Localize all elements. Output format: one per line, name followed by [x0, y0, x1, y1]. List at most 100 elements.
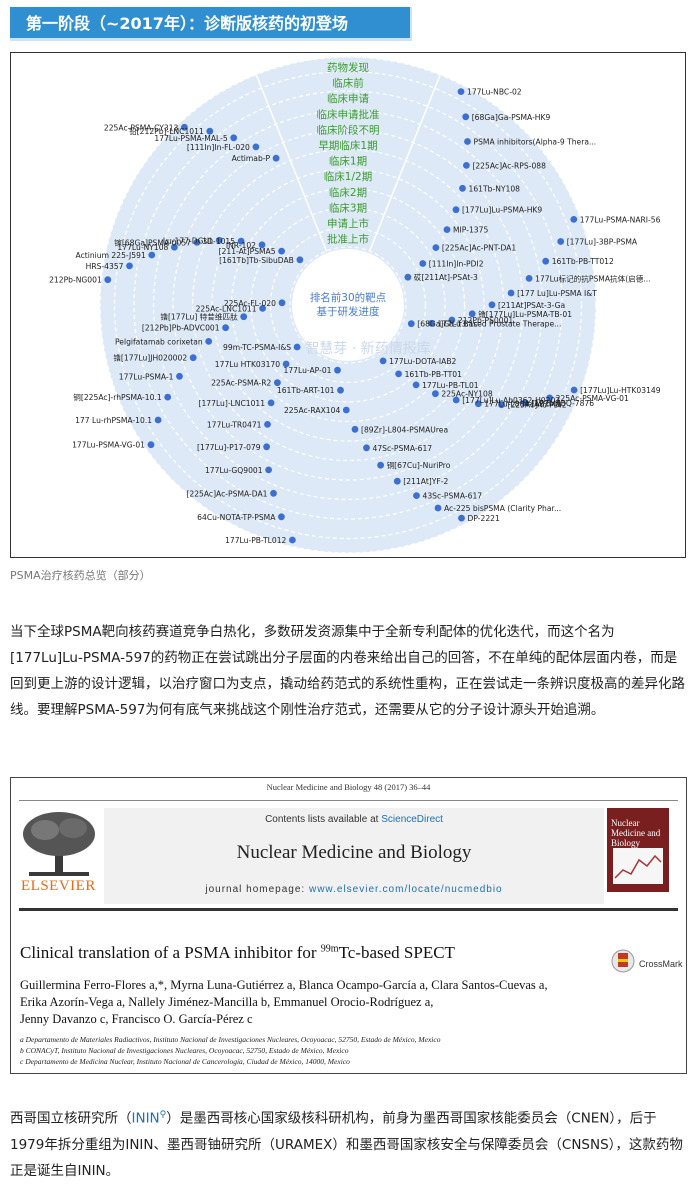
drug-dot [237, 237, 245, 245]
drug-label: [177Lu]Lu-PSMA-HK9 [462, 206, 542, 215]
drug-dot [259, 305, 266, 312]
diagram-caption: PSMA治疗核药总览（部分） [10, 569, 151, 582]
radial-pipeline-chart: 药物发现临床前临床申请临床申请批准临床阶段不明早期临床1期临床1期临床1/2期临… [49, 56, 661, 554]
drug-label: Ac-225 bisPSMA (Clarity Phar... [444, 504, 561, 513]
drug-dot [126, 262, 133, 270]
section-header: 第一阶段（~2017年）：诊断版核药的初登场 [10, 7, 410, 41]
drug-label: INR-102 [226, 241, 256, 250]
drug-dot [148, 251, 156, 259]
stage-label: 临床阶段不明 [317, 123, 380, 136]
drug-label: Lu-177-DGUL [163, 236, 214, 245]
drug-dot [278, 299, 286, 307]
drug-label: HRS-4357 [86, 262, 124, 271]
drug-dot [419, 260, 427, 267]
drug-dot [342, 406, 350, 414]
drug-label: Actinium 225-J591 [76, 251, 146, 260]
drug-dot [463, 162, 470, 169]
drug-label: Pelgifatamab corixetan [115, 337, 203, 346]
drug-label: 镥[177Lu]JH020002 [113, 353, 187, 363]
title-text: Clinical translation of a PSMA inhibitor… [20, 943, 321, 962]
drug-label: [177Lu]Lu-Ab0362-H0202 [462, 396, 560, 405]
intro-paragraph: 当下全球PSMA靶向核药赛道竞争白热化，多数研发资源集中于全新专利配体的优化迭代… [10, 624, 685, 718]
drug-dot [334, 366, 341, 374]
journal-homepage: journal homepage: www.elsevier.com/locat… [104, 884, 604, 895]
drug-dot [474, 400, 482, 408]
stage-label: 临床2期 [329, 186, 367, 199]
crossmark-icon[interactable] [611, 948, 635, 974]
drug-dot [206, 127, 214, 135]
drug-dot [459, 184, 466, 192]
drug-dot [412, 381, 420, 389]
search-icon[interactable]: ⚲ [159, 1110, 167, 1120]
affiliation-b: b CONACyT, Instituto Nacional de Investi… [20, 1046, 349, 1055]
inin-link[interactable]: ININ [131, 1110, 160, 1127]
drug-label: 镥[177Lu]Lu-PSMA-TB-01 [478, 309, 572, 319]
drug-dot [154, 416, 162, 424]
drug-dot [458, 514, 465, 522]
drug-label: 铜[225Ac]-rhPSMA-10.1 [73, 392, 162, 402]
drug-label: 177Lu标记的抗PSMA抗体(启德... [535, 273, 651, 283]
stage-label: 临床申请 [327, 92, 369, 105]
drug-label: 177Lu-TR0471 [207, 420, 262, 429]
drug-label: 225Ac-PSMA-VG-01 [556, 394, 629, 403]
stage-ring [250, 207, 446, 403]
drug-label: 161Tb-NY108 [469, 184, 521, 193]
drug-dot [215, 236, 223, 244]
center-disc [292, 249, 404, 361]
authors-line: Guillermina Ferro-Flores a,*, Myrna Luna… [20, 978, 548, 992]
drug-label: 225Ac-PSMA-CY313 [104, 123, 179, 132]
stage-label: 临床3期 [329, 201, 367, 214]
authors-line: Erika Azorín-Vega a, Nallely Jiménez-Man… [20, 995, 434, 1009]
drug-label: 177Lu-DOTA-IAB2 [389, 357, 456, 366]
drug-label: 177Lu-GQ9001 [205, 466, 263, 475]
drug-label: 161Tb-PB-TT01 [405, 370, 462, 379]
drug-dot [434, 504, 442, 512]
drug-dot [337, 386, 344, 394]
drug-label: [177Lu]BQ-7876 [531, 399, 594, 408]
drug-label: 镓[68Ga]PSMA-0057 [114, 237, 191, 247]
drug-dot [448, 316, 456, 324]
drug-label: [177 Lu]Lu-PSMA I&T [517, 289, 597, 298]
sector-divider [368, 74, 441, 252]
drug-dot [428, 319, 435, 327]
homepage-link[interactable]: www.elsevier.com/locate/nucmedbio [308, 884, 503, 895]
stage-label: 临床1/2期 [324, 170, 372, 183]
drug-dot [395, 370, 402, 378]
center-label: 基于研发进度 [317, 305, 380, 318]
drug-label: 177Lu-NY108 [117, 243, 168, 252]
watermark: 智慧芽 · 新药情报库 [305, 341, 430, 357]
drug-dot [432, 244, 440, 252]
drug-label: 212Pb-NG001 [49, 276, 102, 285]
drug-label: 177 Lu-rhPSMA-10.1 [75, 416, 152, 425]
outer-ring [99, 56, 597, 554]
drug-dot [289, 536, 296, 544]
sciencedirect-link[interactable]: ScienceDirect [381, 814, 443, 825]
drug-dot [272, 154, 280, 162]
drug-label: Actimab-P [232, 154, 271, 163]
stage-ring [172, 129, 524, 481]
stage-label: 临床申请批准 [317, 108, 380, 121]
drug-dot [240, 313, 248, 321]
drug-dot [222, 324, 230, 332]
drug-dot [452, 206, 460, 214]
drug-label: [161Tb]Tb-SibuDAB [219, 256, 294, 265]
cover-title: Nuclear Medicine and Biology [611, 818, 661, 848]
drug-label: 镥[177Lu] 特昔维匹肽 [160, 312, 238, 322]
drug-label: MIP-1375 [453, 226, 488, 235]
drug-dot [278, 247, 285, 255]
drug-label: PSMA inhibitors(Alpha-9 Thera... [474, 138, 597, 147]
drug-label: 177Lu-PSMA-MAL-5 [154, 134, 227, 143]
drug-dot [542, 257, 550, 265]
stage-ring [133, 90, 563, 520]
drug-label: [225Ac]Ac-PNT-DA1 [442, 244, 516, 253]
stage-label: 批准上市 [327, 233, 369, 246]
drug-label: 212Pb-PS0001 [458, 316, 514, 325]
stage-ring [113, 70, 583, 540]
stage-label: 临床前 [332, 77, 364, 90]
drug-dot [407, 320, 415, 328]
stage-ring [211, 168, 485, 442]
drug-label: 177Lu-PSMA-1 [119, 372, 174, 381]
drug-dot [270, 489, 277, 497]
divider [19, 800, 678, 801]
drug-dot [293, 343, 301, 351]
